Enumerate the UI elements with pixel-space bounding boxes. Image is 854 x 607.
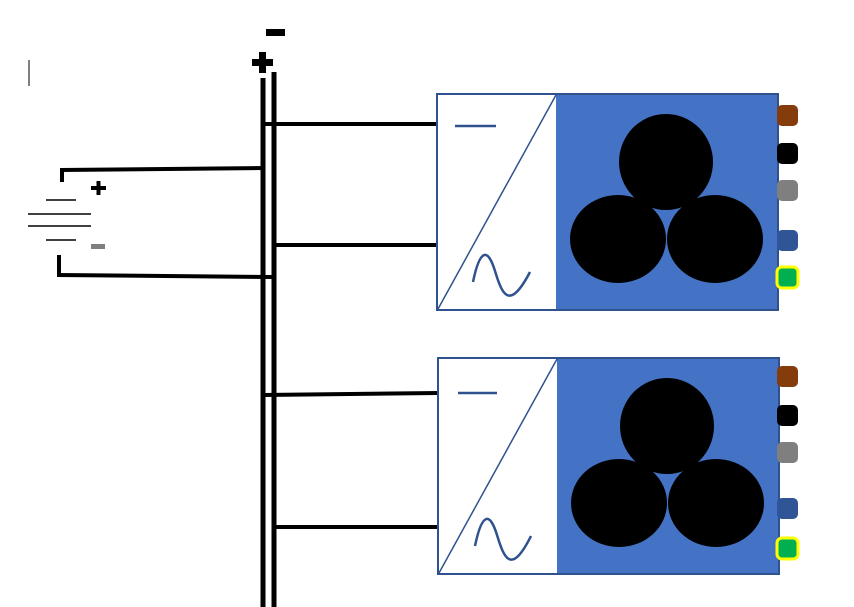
battery-minus-icon <box>91 244 105 249</box>
inverter-1-connectors <box>775 105 800 290</box>
dc-bus <box>252 29 285 607</box>
battery-plus-icon <box>91 181 106 195</box>
battery <box>28 166 275 279</box>
inverter-1-connector-brown[interactable] <box>777 105 798 126</box>
inverter-2-three-phase-motor-icon <box>571 378 764 547</box>
bus-minus-icon <box>266 29 285 36</box>
inverter-1-diagonal <box>437 94 557 310</box>
inverter-2-connector-earth[interactable] <box>775 536 800 561</box>
inverter-1 <box>263 93 800 311</box>
inverter-2-diagonal <box>438 358 558 574</box>
battery-positive-wire-horizontal <box>59 166 264 172</box>
inverter-1-ac-sine-icon <box>471 253 532 297</box>
inverter-2-connector-blue[interactable] <box>777 498 798 519</box>
inverter-2-connector-black[interactable] <box>777 405 798 426</box>
battery-negative-wire-horizontal <box>56 273 275 279</box>
inverter-1-three-phase-motor-icon <box>570 114 763 283</box>
inverter-2-ac-sine-icon <box>473 517 533 561</box>
inverter-1-connector-earth[interactable] <box>775 265 800 290</box>
bus-plus-icon <box>252 52 273 73</box>
inverter-1-connector-black[interactable] <box>777 143 798 164</box>
inverter-2-dc-positive-wire <box>262 391 439 397</box>
inverter-2-connector-brown[interactable] <box>777 366 798 387</box>
inverter-2 <box>262 357 800 575</box>
inverter-2-connectors <box>775 366 800 561</box>
inverter-1-connector-grey[interactable] <box>777 180 798 201</box>
inverter-2-connector-grey[interactable] <box>777 442 798 463</box>
battery-cells-icon <box>28 199 91 241</box>
inverter-1-connector-blue[interactable] <box>777 230 798 251</box>
